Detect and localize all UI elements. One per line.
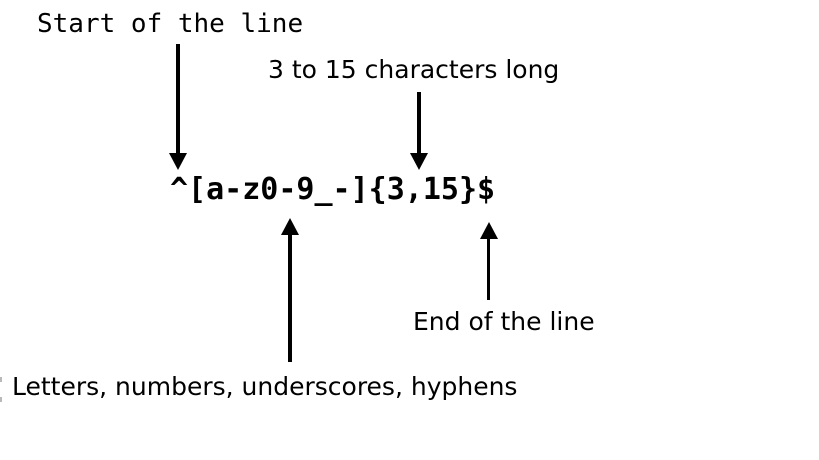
arrow-down-head (410, 153, 428, 170)
arrow-up-head (480, 222, 498, 239)
arrow-shaft (288, 231, 292, 362)
end-of-line-label: End of the line (413, 307, 595, 336)
arrow-up-head (281, 218, 299, 235)
arrow-shaft (176, 44, 180, 156)
regex-pattern: ^[a-z0-9_-]{3,15}$ (170, 172, 496, 207)
start-of-line-label: Start of the line (37, 9, 304, 39)
arrow-shaft (487, 235, 490, 300)
arrow-shaft (417, 92, 421, 156)
left-edge-artifact (0, 377, 2, 382)
character-class-label: Letters, numbers, underscores, hyphens (12, 372, 518, 401)
length-label: 3 to 15 characters long (268, 55, 560, 84)
left-edge-artifact (0, 397, 2, 402)
arrow-down-head (169, 153, 187, 170)
